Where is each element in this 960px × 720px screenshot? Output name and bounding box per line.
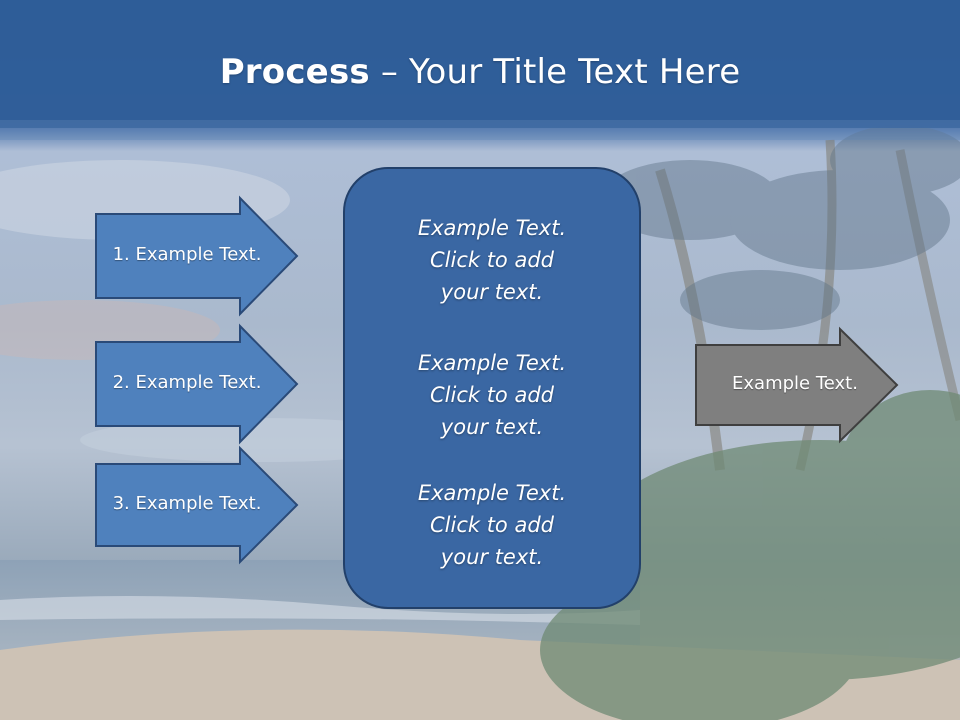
center-text-block-2: Example Text. Click to add your text. (346, 347, 638, 443)
slide-title[interactable]: Process – Your Title Text Here (0, 52, 960, 92)
center-block-1-line-3: your text. (440, 280, 544, 304)
center-block-2-line-2: Click to add (429, 383, 554, 407)
center-text-block-1: Example Text. Click to add your text. (346, 212, 638, 308)
left-arrow-2-label: 2. Example Text. (112, 372, 262, 393)
center-block-3-line-2: Click to add (429, 513, 554, 537)
center-block-2-line-3: your text. (440, 415, 544, 439)
center-box[interactable] (343, 167, 641, 609)
title-rest: – Your Title Text Here (369, 52, 741, 92)
center-text-block-3: Example Text. Click to add your text. (346, 477, 638, 573)
left-arrow-3[interactable] (95, 445, 299, 565)
output-arrow-label: Example Text. (732, 373, 858, 394)
left-arrow-1[interactable] (95, 195, 299, 317)
center-block-3-line-1: Example Text. (417, 481, 567, 505)
left-arrow-3-label: 3. Example Text. (112, 493, 262, 514)
center-block-3-line-3: your text. (440, 545, 544, 569)
center-block-1-line-1: Example Text. (417, 216, 567, 240)
left-arrow-1-label: 1. Example Text. (112, 244, 262, 265)
left-arrow-2[interactable] (95, 323, 299, 445)
title-bold: Process (219, 52, 370, 92)
center-block-2-line-1: Example Text. (417, 351, 567, 375)
output-arrow[interactable] (695, 326, 899, 444)
center-block-1-line-2: Click to add (429, 248, 554, 272)
